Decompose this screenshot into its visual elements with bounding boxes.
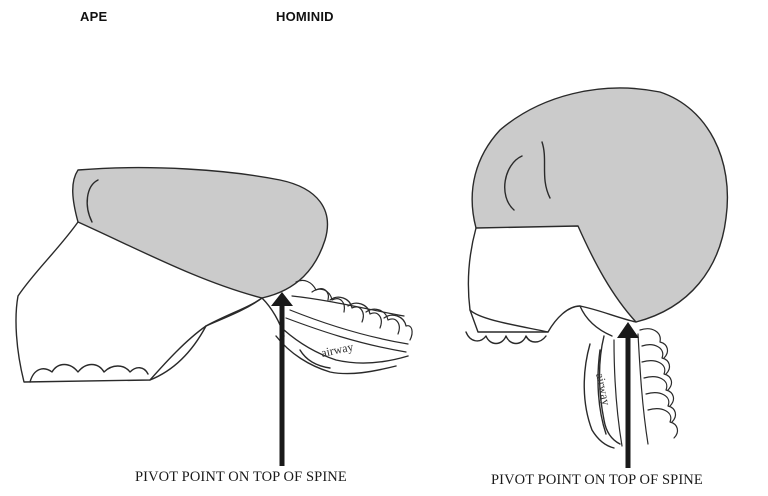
hominid-teeth <box>466 332 546 344</box>
ape-pivot-caption: PIVOT POINT ON TOP OF SPINE <box>135 469 347 486</box>
hominid-vertebrae <box>614 329 677 446</box>
hominid-pivot-arrow <box>617 322 639 468</box>
ape-brain-case <box>73 168 328 298</box>
hominid-skull <box>466 88 727 448</box>
ape-airway-label: airway <box>320 339 355 359</box>
hominid-pivot-caption: PIVOT POINT ON TOP OF SPINE <box>491 472 703 489</box>
ape-teeth <box>30 365 148 383</box>
hominid-airway-label: airway <box>593 372 613 407</box>
ape-pivot-arrow <box>271 292 293 466</box>
